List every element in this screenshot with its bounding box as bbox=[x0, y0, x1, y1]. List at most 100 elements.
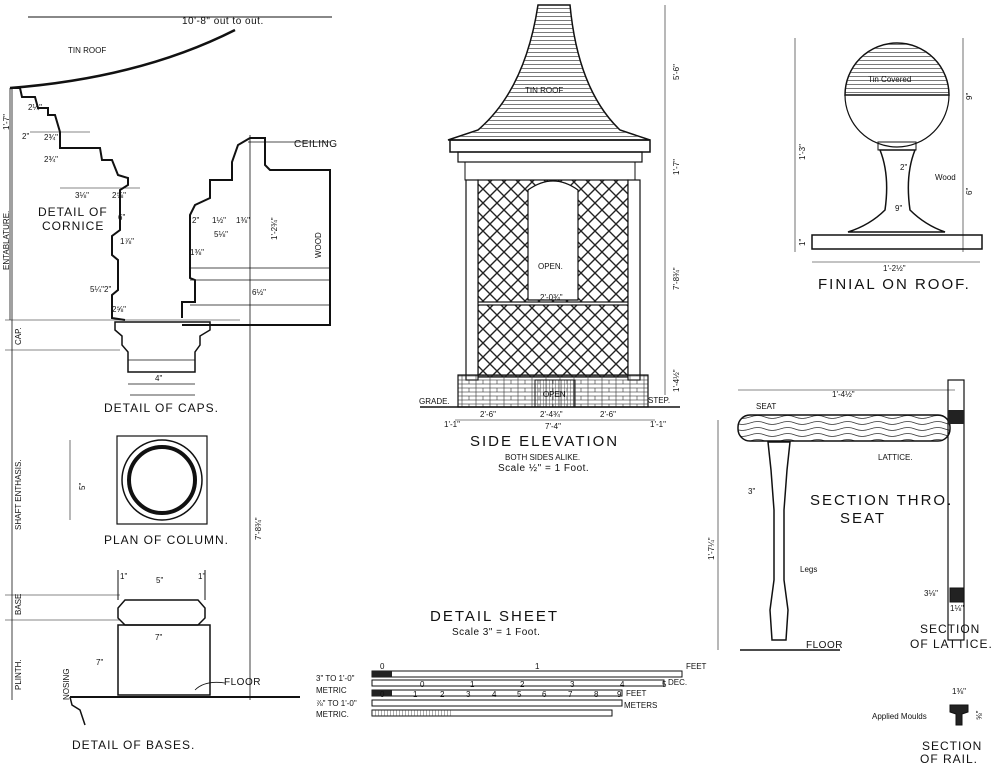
legs-label: Legs bbox=[800, 565, 818, 574]
seat-label: SEAT bbox=[756, 402, 777, 411]
finial-dim: 2" bbox=[900, 163, 908, 172]
scale-tick: 0 bbox=[420, 680, 425, 689]
side-elevation-title: SIDE ELEVATION bbox=[470, 433, 620, 450]
cornice-dim: 2⅝" bbox=[112, 191, 126, 200]
cornice-dim: 2¾" bbox=[44, 155, 58, 164]
scale-feet-2: FEET bbox=[626, 689, 647, 698]
scale-row-4: METRIC. bbox=[316, 710, 349, 719]
entablature-label: ENTABLATURE. bbox=[2, 210, 11, 270]
lattice-section-title-1: SECTION bbox=[920, 622, 981, 636]
elev-dim: 1'-7" bbox=[672, 159, 681, 175]
detail-sheet-scale: Scale 3" = 1 Foot. bbox=[452, 627, 541, 638]
rail-dim: ⅝" bbox=[975, 710, 984, 720]
scale-tick: 4 bbox=[620, 680, 625, 689]
base-label: BASE bbox=[14, 593, 23, 615]
elev-dim: 1'-1" bbox=[650, 420, 666, 429]
column-dim: 5" bbox=[78, 482, 87, 490]
caps-dim: 1⅜" bbox=[190, 248, 204, 257]
cornice-title-2: CORNICE bbox=[42, 219, 105, 233]
left-axis bbox=[5, 88, 240, 700]
seat-title-1: SECTION THRO. bbox=[810, 492, 954, 509]
side-elevation-subtitle: BOTH SIDES ALIKE. bbox=[505, 453, 581, 462]
grade-label: GRADE. bbox=[419, 397, 450, 406]
bases-dim: 7" bbox=[155, 633, 163, 642]
tin-roof-label: TIN ROOF bbox=[68, 46, 107, 55]
scale-feet-1: FEET bbox=[686, 662, 707, 671]
scale-meters: METERS bbox=[624, 701, 658, 710]
seat-section bbox=[717, 379, 965, 651]
scale-dec: DEC. bbox=[668, 678, 688, 687]
caps-dim: 6½" bbox=[252, 288, 266, 297]
scale-row-1: 3" TO 1'-0" bbox=[316, 674, 355, 683]
elev-tin-roof: TIN ROOF bbox=[525, 86, 564, 95]
caps-dim: 1⅜" bbox=[236, 216, 250, 225]
cap-label: CAP. bbox=[14, 327, 23, 345]
scale-tick: 9 bbox=[617, 690, 622, 699]
scale-tick: 1 bbox=[470, 680, 475, 689]
seat-dim: 3" bbox=[748, 487, 756, 496]
applied-moulds-label: Applied Moulds bbox=[872, 712, 927, 721]
rail-section bbox=[949, 704, 969, 726]
side-elevation bbox=[420, 4, 680, 421]
finial-dim: 1'-3" bbox=[798, 144, 807, 160]
caps-detail bbox=[114, 135, 331, 700]
cornice-dim: 6" bbox=[118, 213, 126, 222]
cornice-dim: 1⅞" bbox=[120, 237, 134, 246]
elev-dim: 2'-6" bbox=[480, 410, 496, 419]
cornice-dim: 2⅝" bbox=[112, 305, 126, 314]
finial-dim: 9" bbox=[895, 204, 903, 213]
lattice-dim: 3⅛" bbox=[924, 589, 938, 598]
cornice-dim: 2" bbox=[104, 285, 112, 294]
bases-title: DETAIL OF BASES. bbox=[72, 738, 196, 752]
bases-dim: 7" bbox=[96, 658, 104, 667]
nosing-label: NOSING bbox=[62, 668, 71, 700]
seat-dim: 1'-7¼" bbox=[707, 537, 716, 560]
column-plan bbox=[69, 435, 208, 525]
bases-dim: 1" bbox=[120, 572, 128, 581]
cornice-dim: 2¼" bbox=[28, 103, 42, 112]
finial-wood-label: Wood bbox=[935, 173, 956, 182]
scale-tick: 1 bbox=[413, 690, 418, 699]
scale-row-2: METRIC bbox=[316, 686, 347, 695]
overall-dimension: 10'-8" out to out. bbox=[182, 16, 264, 27]
finial-dim: 1" bbox=[798, 238, 807, 246]
bases-detail bbox=[69, 570, 300, 726]
bases-dim: 5" bbox=[156, 576, 164, 585]
cornice-detail bbox=[9, 16, 332, 321]
cornice-dim: 2" bbox=[22, 132, 30, 141]
column-plan-title: PLAN OF COLUMN. bbox=[104, 533, 230, 547]
cornice-dim: 3⅛" bbox=[75, 191, 89, 200]
rail-dim: 1⅜" bbox=[952, 687, 966, 696]
finial-dim: 9" bbox=[965, 92, 974, 100]
detail-sheet-title: DETAIL SHEET bbox=[430, 608, 560, 625]
cornice-title-1: DETAIL OF bbox=[38, 205, 108, 219]
elev-dim: 2'-6" bbox=[600, 410, 616, 419]
wood-label: WOOD bbox=[314, 232, 323, 258]
lattice-label: LATTICE. bbox=[878, 453, 913, 462]
elev-dim: 2'-4¾" bbox=[540, 410, 563, 419]
elev-dim: 5'-6" bbox=[672, 64, 681, 80]
finial-dim: 6" bbox=[965, 187, 974, 195]
rail-section-title-1: SECTION bbox=[922, 739, 983, 753]
scale-tick: 3 bbox=[466, 690, 471, 699]
lattice-dim: 1⅛" bbox=[950, 604, 964, 613]
scale-row-3: ⅞" TO 1'-0" bbox=[316, 699, 357, 708]
scale-tick: 3 bbox=[570, 680, 575, 689]
caps-dim: 5⅛" bbox=[214, 230, 228, 239]
scale-tick: 6 bbox=[542, 690, 547, 699]
scale-tick: 0 bbox=[380, 662, 385, 671]
cornice-dim: 2¾" bbox=[44, 133, 58, 142]
scale-tick: 5 bbox=[662, 680, 667, 689]
elev-dim: 7'-4" bbox=[545, 422, 561, 431]
seat-overall: 1'-4½" bbox=[832, 390, 855, 399]
entablature-dim: 1'-7" bbox=[2, 114, 11, 130]
caps-dim: 1'-2¾" bbox=[270, 217, 279, 240]
elev-open-bottom: OPEN bbox=[543, 390, 566, 399]
scale-tick: 2 bbox=[440, 690, 445, 699]
elev-open-label: OPEN. bbox=[538, 262, 563, 271]
finial-title: FINIAL ON ROOF. bbox=[818, 276, 971, 293]
seat-title-2: SEAT bbox=[840, 510, 887, 527]
finial-dim: 1'-2½" bbox=[883, 264, 906, 273]
floor-label: FLOOR bbox=[224, 677, 261, 688]
lattice-section bbox=[949, 587, 965, 603]
